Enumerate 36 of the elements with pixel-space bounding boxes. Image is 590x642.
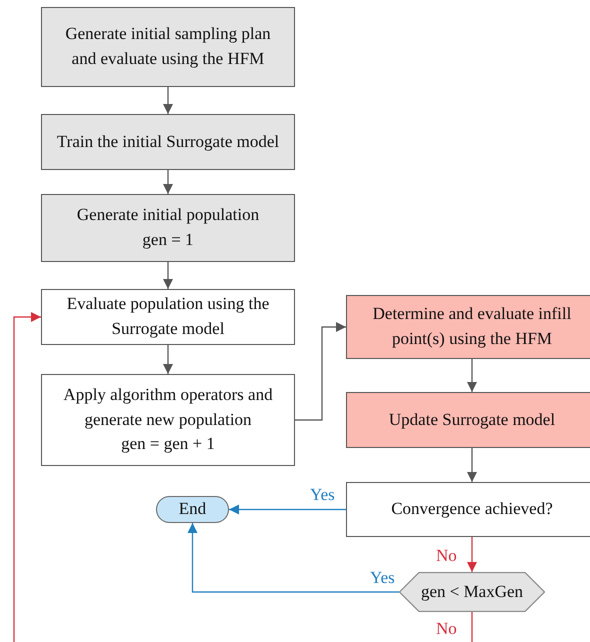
edge-label: No [435, 620, 458, 637]
edge-label: Yes [309, 486, 336, 503]
arrow [13, 312, 473, 642]
arrow [467, 537, 477, 572]
node-text: Evaluate population using the Surrogate model [66, 293, 270, 340]
process-box [41, 289, 295, 345]
decision-hexagon [399, 572, 545, 612]
process-box [346, 295, 590, 359]
node-text: Update Surrogate model [388, 408, 556, 431]
node-text: gen = 1 [141, 229, 195, 251]
edge-label: No [435, 547, 458, 564]
arrow [163, 345, 173, 374]
node-text: Determine and evaluate infill point(s) using the HFM [372, 303, 572, 350]
node-text: End [178, 498, 208, 520]
node-text: Generate initial population [76, 204, 260, 226]
arrow [295, 322, 346, 421]
node-text: Generate initial sampling plan and evaluate using the HFM [64, 23, 272, 70]
arrow [163, 170, 173, 194]
process-box [41, 194, 295, 262]
arrow [467, 359, 477, 392]
node-text: gen < MaxGen [420, 580, 524, 603]
process-box [346, 392, 590, 448]
edge-label: Yes [369, 569, 396, 586]
node-text: Convergence achieved? [390, 498, 554, 520]
arrow [229, 504, 346, 514]
process-box [41, 374, 295, 466]
process-box [41, 7, 295, 87]
arrow [467, 448, 477, 482]
node-text: Train the initial Surrogate model [56, 130, 280, 153]
arrow [163, 262, 173, 289]
arrow [163, 87, 173, 114]
arrow [188, 523, 399, 593]
process-box [41, 114, 295, 170]
process-box [346, 482, 590, 537]
node-text: gen = gen + 1 [120, 433, 216, 456]
terminator-shape [156, 496, 229, 523]
